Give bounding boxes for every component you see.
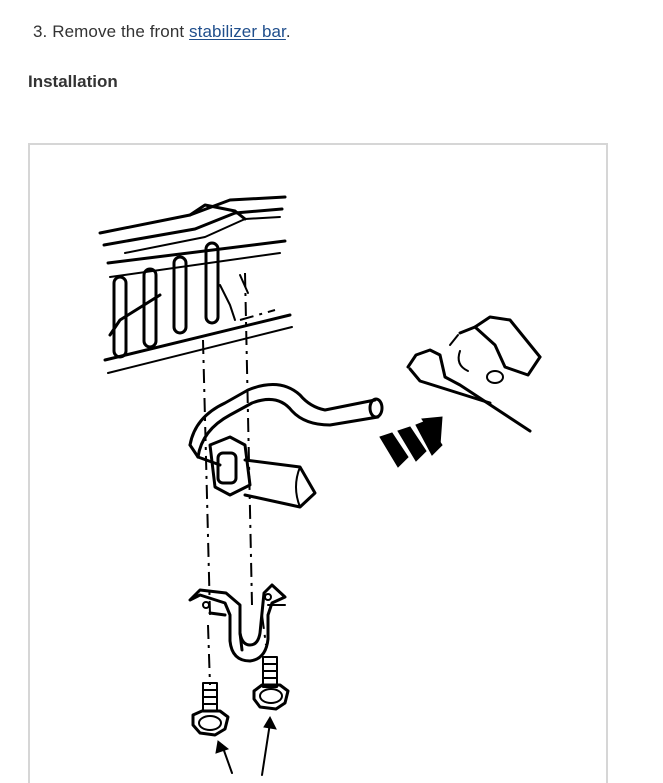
bolt-right (252, 656, 290, 711)
bolt-left (191, 682, 230, 737)
stabilizer-bar (188, 383, 384, 467)
stabilizer-bar-link[interactable]: stabilizer bar (189, 22, 286, 41)
stabilizer-bar-diagram (98, 195, 542, 776)
step-text-end: . (285, 22, 291, 41)
callout-arrows (215, 715, 277, 776)
control-arm (406, 315, 542, 433)
installation-figure (28, 143, 608, 783)
frame-crossmember (98, 195, 293, 374)
step-text: Remove the front (52, 22, 185, 41)
bushing-bracket (188, 583, 287, 663)
installation-heading: Installation (28, 72, 118, 91)
direction-arrow (379, 416, 443, 468)
step-3: 3. Remove the front stabilizer bar. (33, 20, 291, 44)
step-number: 3. (33, 22, 48, 41)
bushing (208, 435, 317, 509)
